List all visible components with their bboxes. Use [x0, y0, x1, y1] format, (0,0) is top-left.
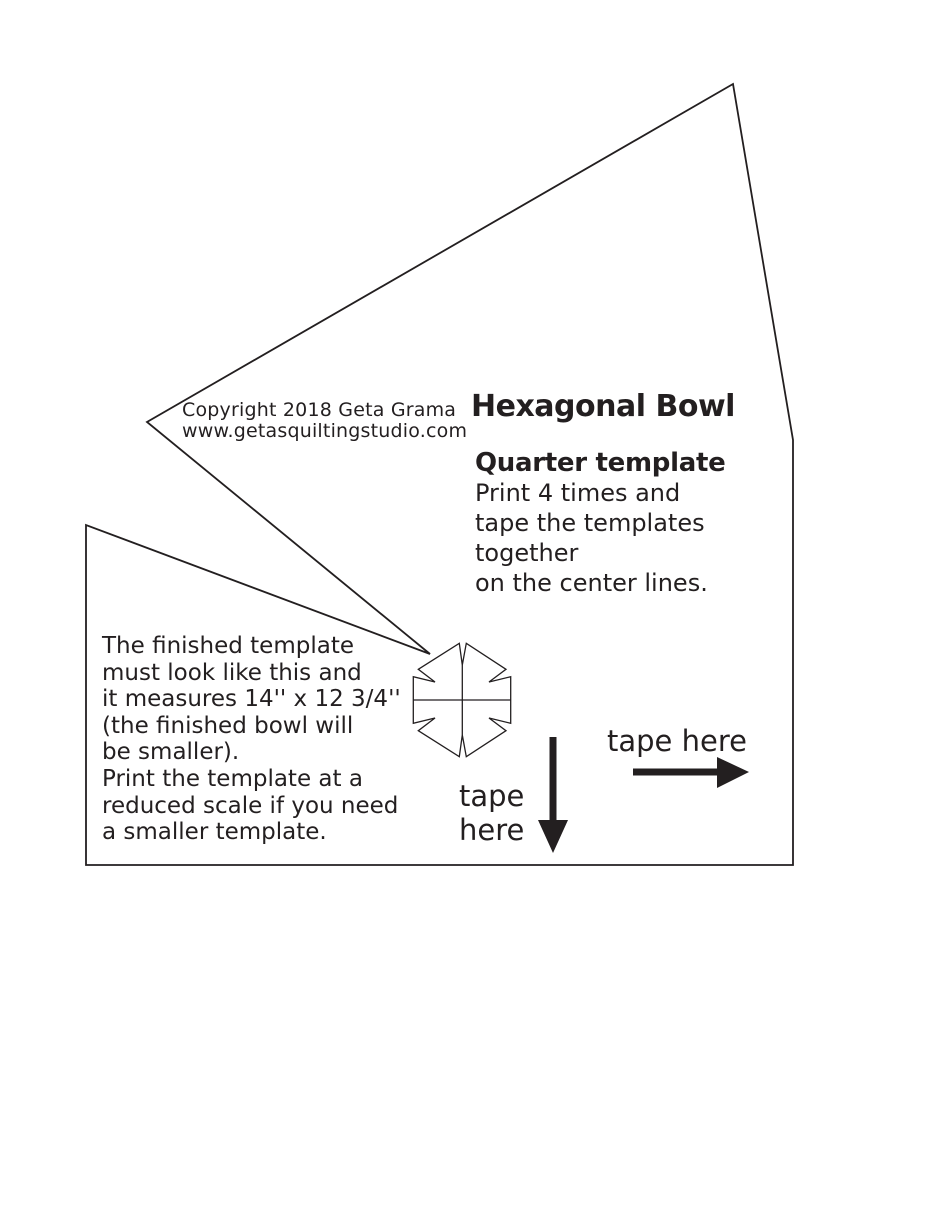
instructions-line: tape the templates — [475, 509, 705, 537]
note-line: it measures 14'' x 12 3/4'' — [102, 686, 401, 713]
right-arrow-icon — [633, 757, 749, 788]
note-line: Print the template at a — [102, 765, 363, 792]
instructions-line: Print 4 times and — [475, 479, 681, 507]
quarter-template-outline — [85, 82, 794, 866]
tape-here-label-bottom: tape here — [459, 779, 524, 847]
page-title: Hexagonal Bowl — [471, 389, 735, 424]
note-line: be smaller). — [102, 739, 240, 766]
instructions-line: on the center lines. — [475, 569, 708, 597]
copyright-line: Copyright 2018 Geta Grama — [182, 399, 457, 421]
note-line: a smaller template. — [102, 819, 327, 846]
finished-template-outline — [412, 642, 512, 758]
note-line: must look like this and — [102, 659, 362, 686]
tape-here-line: here — [459, 813, 525, 847]
instructions-block: Quarter template Print 4 times and tape … — [475, 448, 726, 598]
note-line: The finished template — [102, 633, 354, 659]
instructions-heading: Quarter template — [475, 448, 726, 478]
tape-here-label-right: tape here — [607, 724, 747, 758]
size-note-block: The finished template must look like thi… — [102, 633, 401, 846]
down-arrow-icon — [538, 737, 568, 853]
copyright-block: Copyright 2018 Geta Grama www.getasquilt… — [182, 400, 467, 442]
note-line: (the finished bowl will — [102, 712, 354, 739]
note-line: reduced scale if you need — [102, 792, 399, 819]
instructions-line: together — [475, 539, 579, 567]
tape-here-line: tape — [459, 779, 525, 813]
copyright-url: www.getasquiltingstudio.com — [182, 420, 468, 442]
finished-template-diagram — [412, 642, 512, 758]
